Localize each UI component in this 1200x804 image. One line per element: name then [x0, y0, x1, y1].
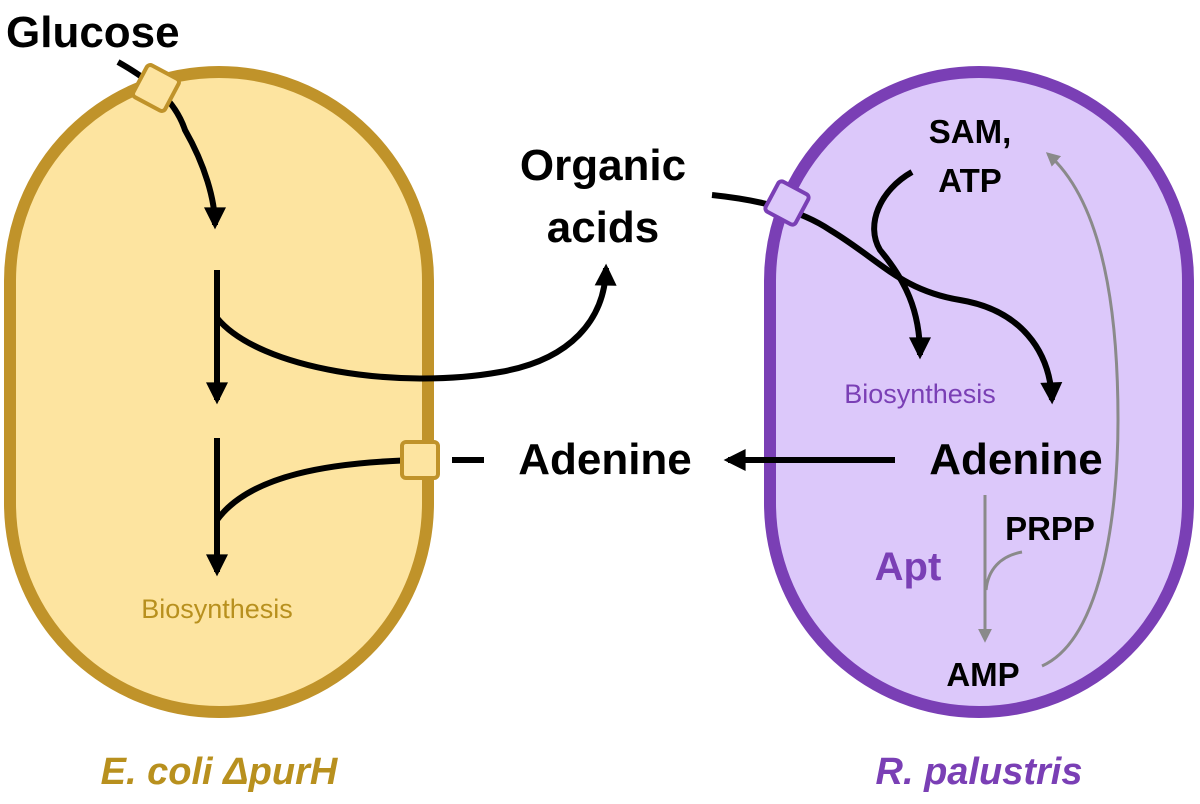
prpp-input-arrow [984, 550, 1023, 591]
apt-label: Apt [875, 545, 942, 589]
amp-recycle-arrow [1041, 152, 1120, 668]
organic-acid-transporter [763, 179, 811, 227]
sam-atp-label-line1: SAM, [929, 113, 1012, 150]
organic-acids-label-line2: acids [547, 203, 660, 252]
sam-atp-arrow [871, 169, 931, 360]
adenine-middle-label: Adenine [518, 435, 692, 484]
adenine-right-label: Adenine [929, 435, 1103, 484]
adenine-transporter [400, 440, 440, 480]
biosynthesis-left-label: Biosynthesis [141, 594, 293, 624]
glucose-label: Glucose [6, 8, 180, 57]
glucose-transporter [131, 63, 181, 113]
rpalustris-title: R. palustris [876, 751, 1083, 793]
prpp-label: PRPP [1005, 510, 1095, 547]
organic-acids-secretion-arrow [214, 263, 617, 382]
adenine-uptake-arrow [214, 457, 421, 522]
ecoli-title: E. coli ΔpurH [101, 751, 339, 793]
biosynthesis-right-label: Biosynthesis [844, 379, 996, 409]
amp-label: AMP [946, 656, 1019, 693]
sam-atp-label-line2: ATP [938, 162, 1002, 199]
organic-acids-label-line1: Organic [520, 141, 686, 190]
